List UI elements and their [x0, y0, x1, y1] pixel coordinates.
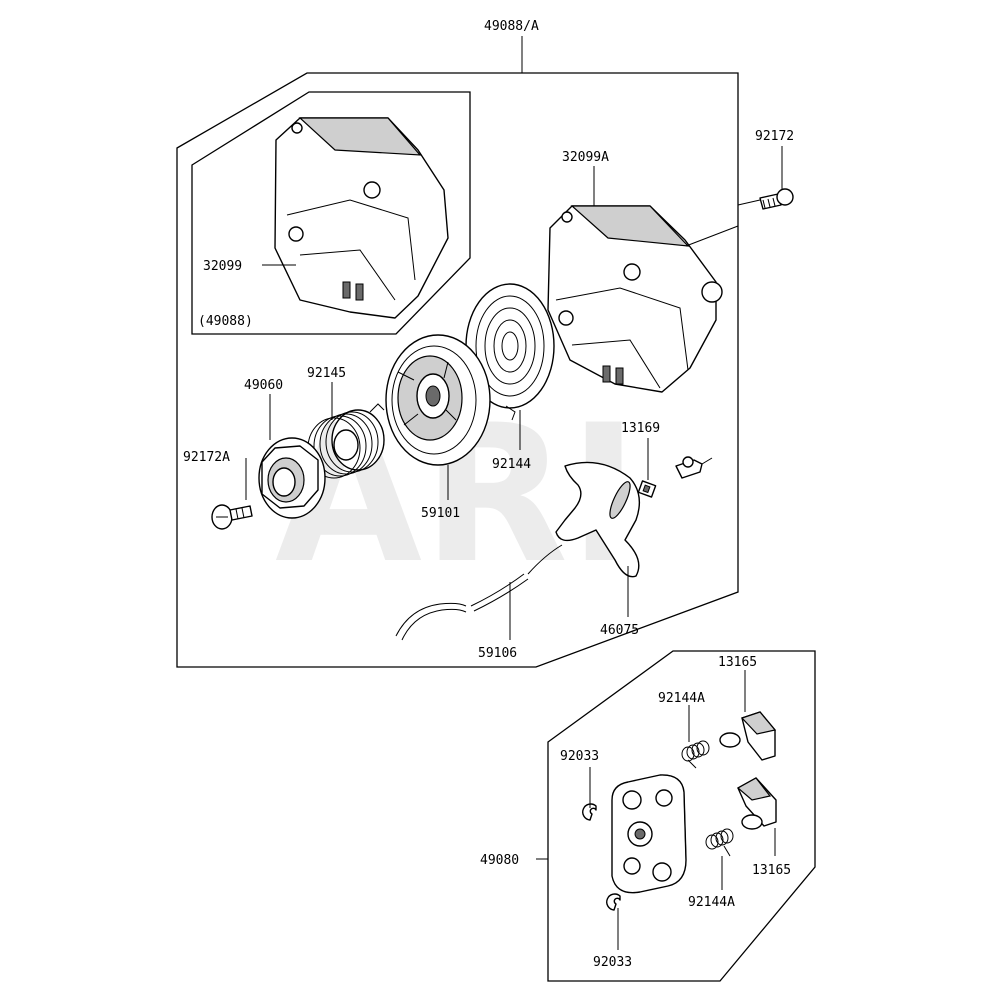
- spring-92145-icon: [307, 403, 385, 479]
- pawl-13165-bottom-icon: [736, 777, 777, 830]
- label-pawl-13165-bottom: 13165: [752, 863, 791, 878]
- label-spring-92144a-bottom: 92144A: [688, 895, 735, 910]
- label-clip-92033-bottom: 92033: [593, 955, 632, 970]
- screw-92172a-icon: [211, 504, 253, 530]
- label-ratchet-49060: 49060: [244, 378, 283, 393]
- recoil-spring-92144-icon: [465, 283, 555, 421]
- label-handle-46075: 46075: [600, 623, 639, 638]
- label-pawl-13165-top: 13165: [718, 655, 757, 670]
- rope-59106-icon: [395, 544, 563, 641]
- label-case-32099: 32099: [203, 259, 242, 274]
- assembly-frame-upper: [176, 72, 739, 668]
- case-inset-frame: [191, 91, 471, 335]
- case-32099-icon: [274, 117, 449, 319]
- part-labels: 49088/A 92172 32099A 32099 (49088) 49060…: [183, 19, 794, 970]
- bolt-92172-icon: [759, 188, 794, 210]
- label-pin-13169: 13169: [621, 421, 660, 436]
- spring-92144a-bottom-icon: [705, 828, 734, 857]
- ratchet-49060-icon: [258, 437, 326, 519]
- label-screw-92172a: 92172A: [183, 450, 230, 465]
- label-case-32099a: 32099A: [562, 150, 609, 165]
- label-spring-92144a-top: 92144A: [658, 691, 705, 706]
- handle-46075-icon: [555, 461, 641, 578]
- pin-13169-icon: [637, 456, 713, 498]
- label-recoil-spring-92144: 92144: [492, 457, 531, 472]
- clip-92033-bottom-icon: [606, 893, 621, 911]
- leader-lines: [245, 36, 783, 950]
- label-assembly-top: 49088/A: [484, 19, 539, 34]
- clip-92033-top-icon: [582, 803, 597, 821]
- label-pulley-59101: 59101: [421, 506, 460, 521]
- spring-92144a-top-icon: [681, 740, 710, 769]
- label-case-note: (49088): [198, 314, 253, 329]
- pawl-13165-top-icon: [719, 711, 777, 761]
- label-rope-59106: 59106: [478, 646, 517, 661]
- assembly-frame-lower: [547, 650, 816, 982]
- label-bolt-92172: 92172: [755, 129, 794, 144]
- case-32099a-icon: [547, 205, 723, 393]
- label-clip-92033-top: 92033: [560, 749, 599, 764]
- label-spring-92145: 92145: [307, 366, 346, 381]
- pulley-59101-icon: [385, 334, 491, 466]
- pawl-plate-49080-icon: [611, 774, 687, 894]
- label-assembly-49080: 49080: [480, 853, 519, 868]
